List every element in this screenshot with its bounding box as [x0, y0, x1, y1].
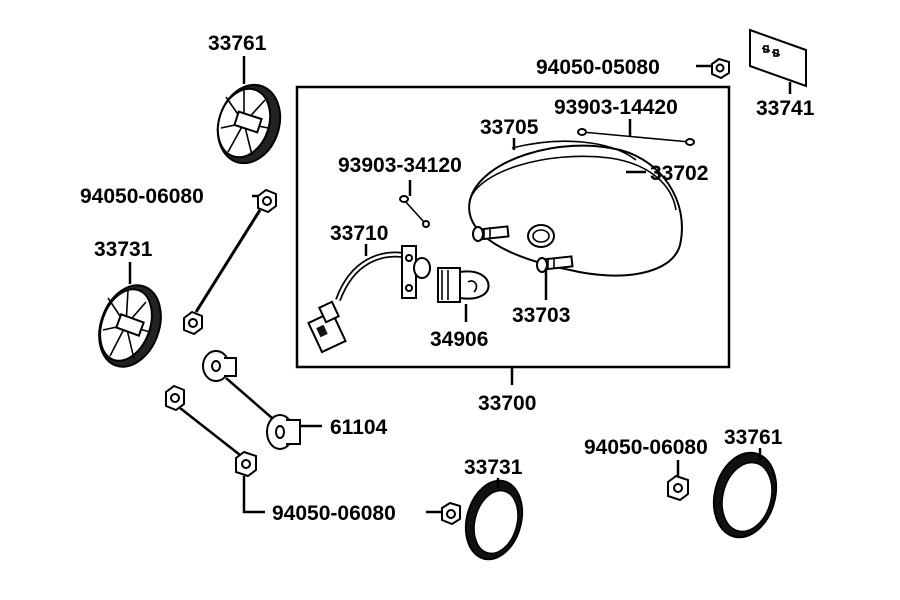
stud-upper — [472, 225, 510, 242]
label-33731-left: 33731 — [94, 238, 153, 261]
label-33705: 33705 — [480, 116, 539, 139]
collar-upper — [202, 350, 237, 382]
label-94050-06080-lower: 94050-06080 — [272, 502, 396, 525]
label-33741: 33741 — [756, 97, 815, 120]
label-61104: 61104 — [330, 416, 388, 439]
label-33710: 33710 — [330, 222, 388, 245]
nut-bottom-center — [441, 501, 461, 526]
nut-bottom-left — [235, 450, 257, 478]
taillight-housing — [468, 140, 683, 277]
screw-34120 — [399, 195, 430, 228]
nut-top-right — [711, 57, 730, 80]
reflector-disc-right — [712, 451, 778, 539]
label-94050-06080-upper: 94050-06080 — [80, 185, 204, 208]
label-34906: 34906 — [430, 328, 488, 351]
label-33703: 33703 — [512, 304, 570, 327]
plate-33741 — [749, 28, 807, 88]
label-33761-top: 33761 — [208, 32, 267, 55]
nut-mid-left — [165, 384, 185, 412]
reflector-wheel-left — [98, 284, 162, 368]
label-93903-34120: 93903-34120 — [338, 154, 462, 177]
stud-lower — [536, 255, 574, 273]
screw-14420 — [577, 128, 695, 146]
rod-collar — [225, 377, 273, 419]
rod-left — [194, 209, 262, 313]
nut-upper-left — [257, 188, 277, 214]
label-93903-14420: 93903-14420 — [554, 96, 678, 119]
leader-94050-06080-b — [242, 476, 265, 514]
socket-wire — [307, 245, 431, 354]
label-94050-05080: 94050-05080 — [536, 56, 660, 79]
rod-bottom-left — [179, 407, 241, 456]
reflector-wheel-top — [216, 83, 282, 165]
bulb-34906 — [437, 267, 490, 303]
label-94050-06080-right: 94050-06080 — [584, 436, 708, 459]
label-33761-right: 33761 — [724, 426, 783, 449]
label-33700: 33700 — [478, 392, 536, 415]
reflector-disc-center — [464, 479, 524, 561]
label-33731-center: 33731 — [464, 456, 523, 479]
nut-lower-left — [183, 310, 203, 336]
collar-lower — [266, 414, 301, 450]
label-33702: 33702 — [650, 162, 708, 185]
nut-bottom-right — [667, 474, 689, 502]
